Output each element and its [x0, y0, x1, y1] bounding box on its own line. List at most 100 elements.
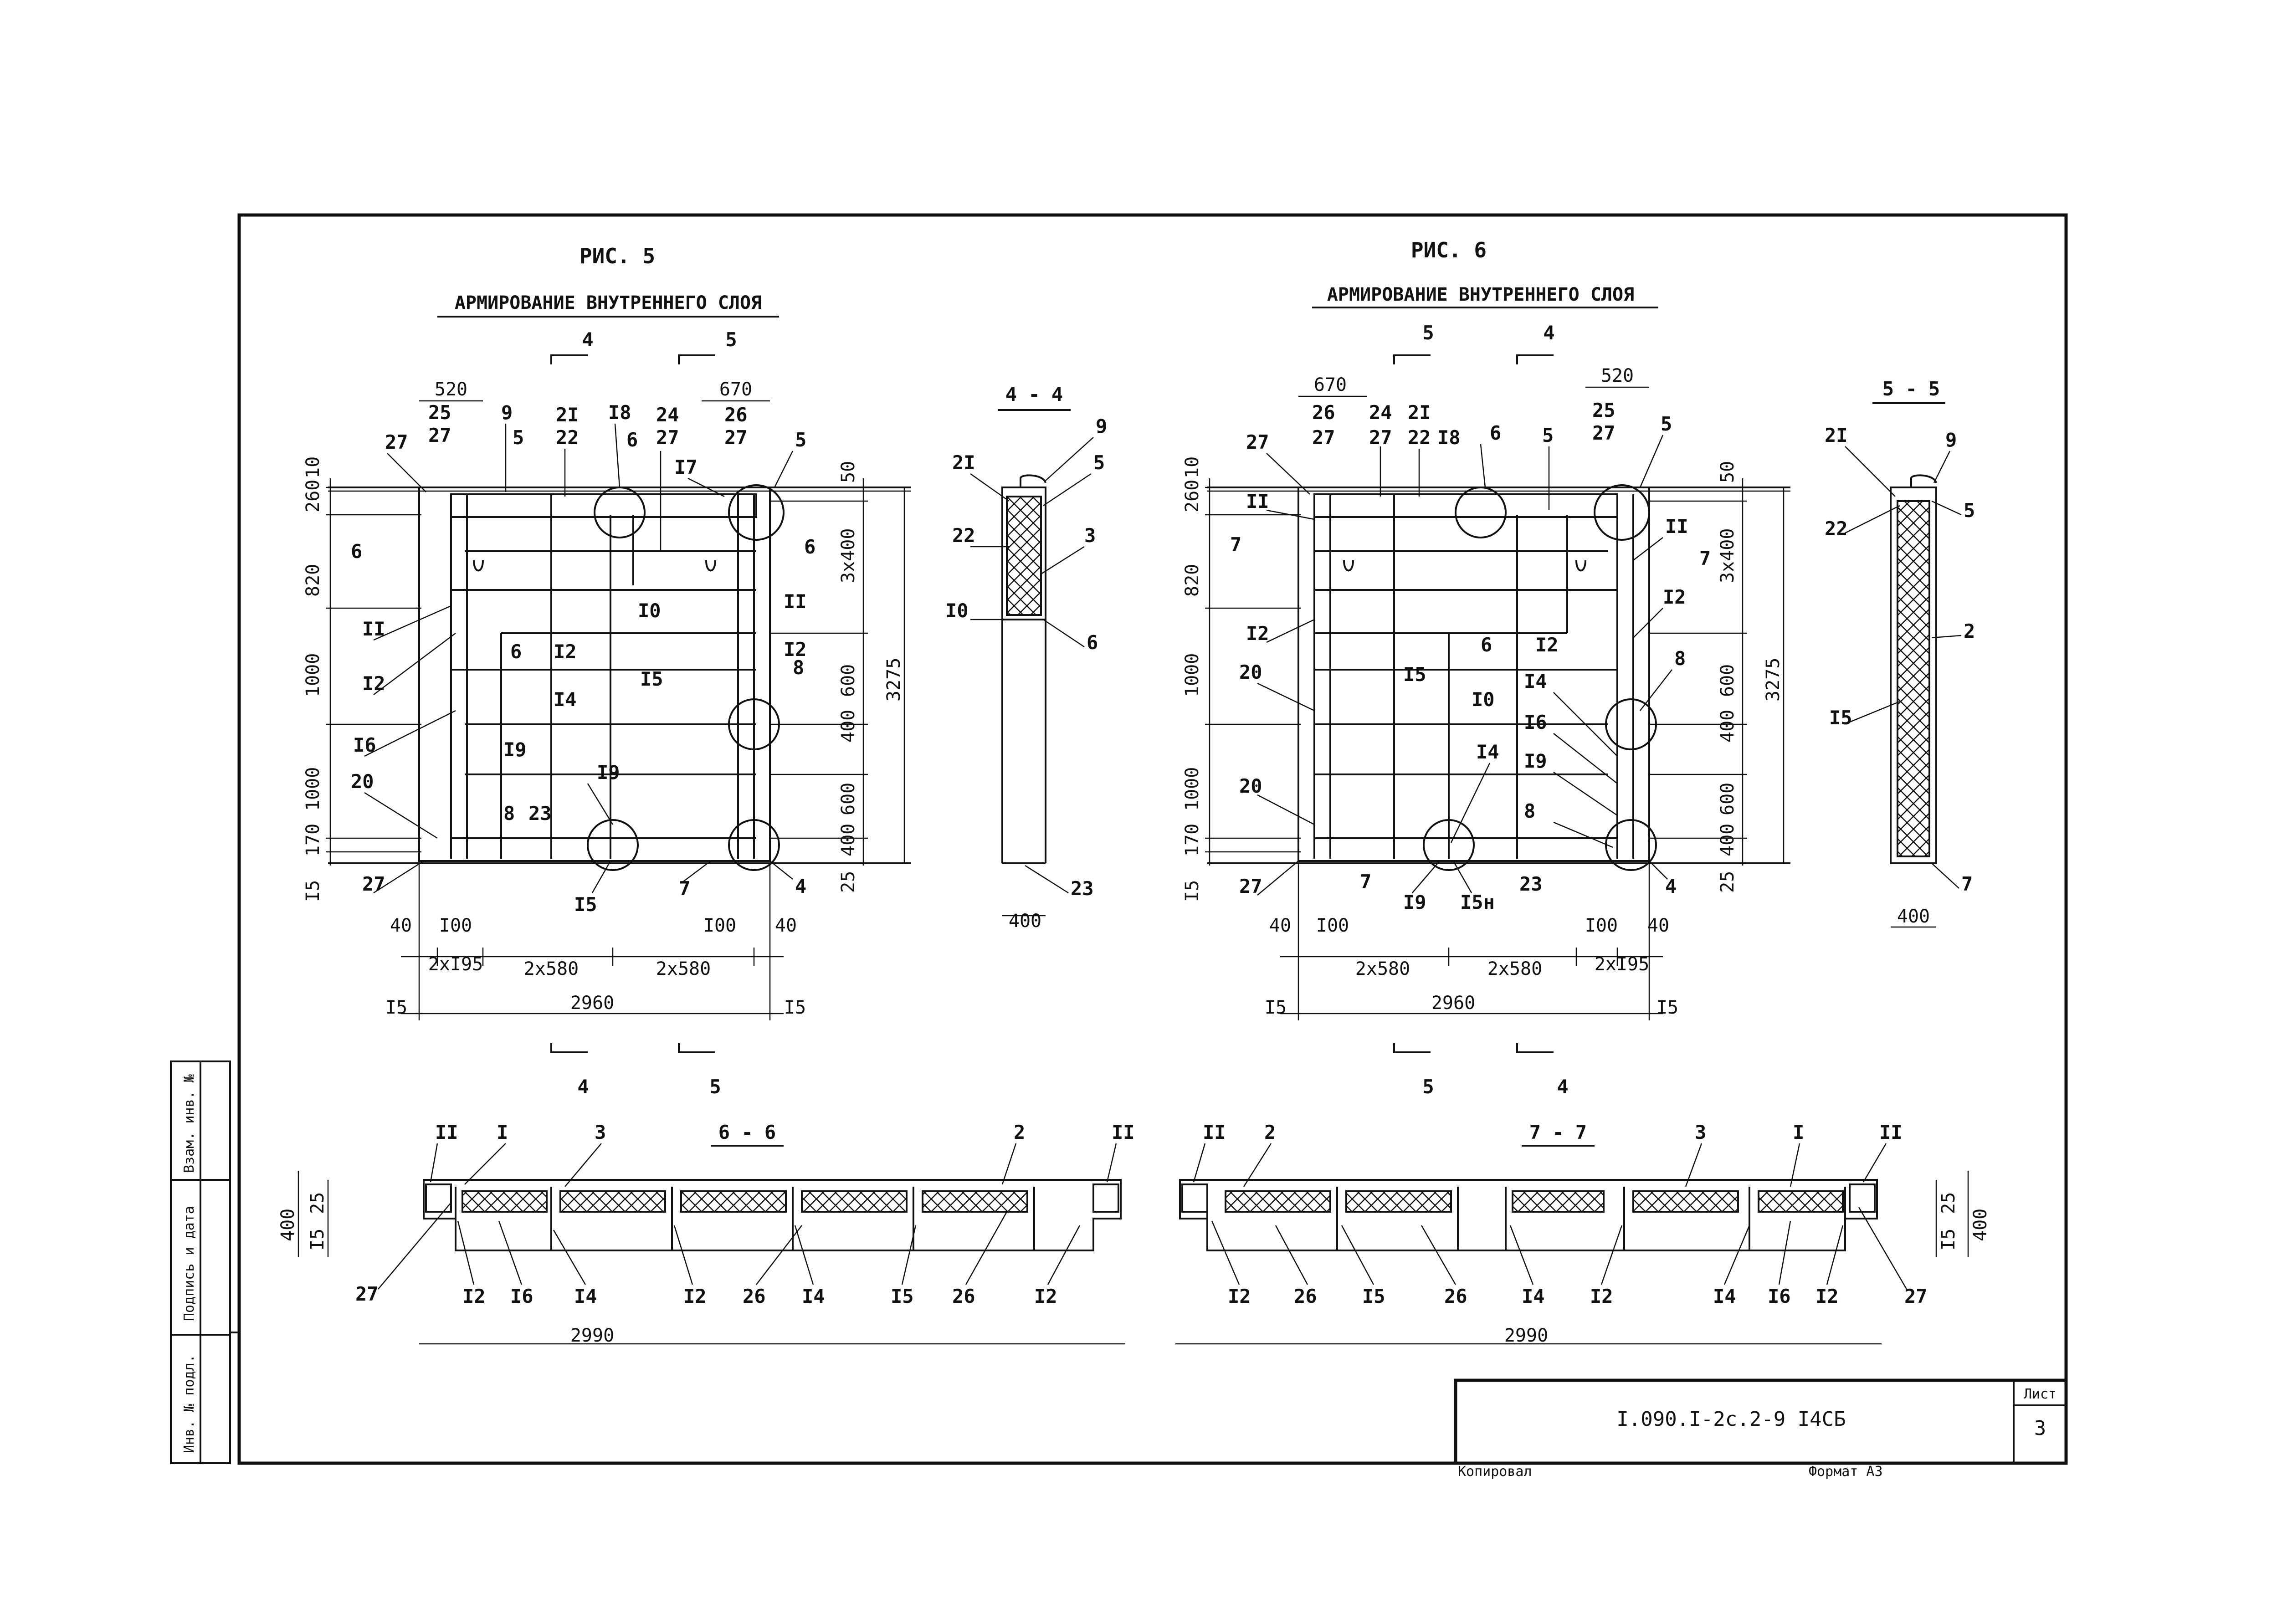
fig6-callout: 20: [1239, 775, 1262, 797]
stamp-signature: Подпись и дата: [181, 1206, 197, 1321]
fig5-sec-top-b: 5: [725, 328, 737, 351]
fig5-bdim2-2: 2x580: [656, 958, 711, 979]
fig6-bdim-2: I00: [1585, 915, 1618, 936]
fig5-total-width: 2960: [570, 993, 614, 1014]
sec44-callout: 3: [1084, 524, 1096, 547]
fig6-callout: I6: [1524, 711, 1547, 733]
fig6-edge-right: I5: [1656, 997, 1678, 1018]
fig6-callout: 5: [1661, 413, 1672, 435]
fig5-callout: I4: [554, 688, 577, 711]
fig6-bdim-1: I00: [1316, 915, 1349, 936]
fig6-callout: 7: [1230, 533, 1241, 556]
fig5-callout: 8: [793, 656, 804, 679]
sec66-bot-callout: I5: [891, 1285, 914, 1307]
fig6-total-width: 2960: [1431, 993, 1475, 1014]
footer-copy: Копировал: [1458, 1464, 1532, 1480]
fig5-callout: I9: [597, 761, 620, 784]
fig5-rdim-5: 400: [838, 824, 859, 856]
fig6-callout: II: [1246, 490, 1269, 512]
sec77-height: 400: [1970, 1209, 1991, 1241]
fig5-callout: 8: [503, 802, 515, 825]
title-block: I.090.I-2c.2-9 I4СБ Лист 3: [1454, 1378, 2068, 1465]
sec77-top-callout: 2: [1264, 1121, 1276, 1143]
fig5-sec-top-a: 4: [582, 328, 593, 351]
fig6-callout: 8: [1524, 800, 1535, 822]
stamp-inventory: Инв. № подл.: [181, 1354, 197, 1453]
fig5-edge-right: I5: [784, 997, 806, 1018]
sec44-callout: 2I: [952, 451, 975, 474]
sec77-bot-callout: 26: [1294, 1285, 1317, 1307]
fig6-callout: I9: [1403, 891, 1426, 913]
sec55-callout: 2I: [1825, 424, 1848, 446]
fig5-rdim-2: 600: [838, 664, 859, 697]
sheet-frame: [170, 213, 2068, 1465]
fig5-sec-bot-a: 4: [577, 1076, 589, 1098]
fig5-dim-top-b: 670: [719, 379, 752, 400]
sec44-callout: 23: [1071, 877, 1094, 900]
fig5-title: РИС. 5: [580, 244, 655, 268]
section-5-5: 5 - 5 400 2I 9 22 5 2 I5 7: [1825, 378, 1975, 928]
fig6-rdim-5: 400: [1717, 824, 1738, 856]
fig6-callout: I4: [1524, 670, 1547, 692]
sec77-total-width: 2990: [1504, 1325, 1548, 1346]
fig5-dim-top-a: 520: [435, 379, 467, 400]
sec44-width: 400: [1009, 911, 1041, 932]
sec55-callout: 5: [1964, 499, 1975, 522]
fig5-callout: 27: [362, 873, 385, 895]
sec77-bot-callout: I4: [1522, 1285, 1545, 1307]
fig6-callout: I8: [1437, 426, 1461, 449]
sec66-height: 400: [277, 1209, 298, 1241]
fig5-callout: 24: [656, 404, 679, 426]
footer-format: Формат А3: [1809, 1464, 1883, 1480]
sec66-ldim-1: I5: [307, 1229, 328, 1250]
fig6-callout: 7: [1699, 547, 1711, 569]
fig6-callout: 2I: [1408, 401, 1431, 424]
sec66-top-callout: I: [497, 1121, 508, 1143]
fig5-callout: 5: [795, 429, 806, 451]
fig6-edge-left: I5: [1265, 997, 1287, 1018]
sec66-total-width: 2990: [570, 1325, 614, 1346]
fig5-bdim2-0: 2xI95: [428, 954, 483, 975]
fig5-callout: I5: [640, 668, 663, 690]
fig6-callout: I5н: [1460, 891, 1495, 913]
section-6-6: 6 - 6 2990 400 25 I5 II I 3 2 II 27 I2 I…: [277, 1121, 1135, 1346]
fig5-callout: 20: [351, 770, 374, 793]
fig6-sec-top-a: 5: [1422, 322, 1434, 344]
fig5-callout: 5: [513, 426, 524, 449]
sec77-bot-callout: I5: [1362, 1285, 1385, 1307]
fig5-edge-left: I5: [385, 997, 407, 1018]
sec55-callout: 7: [1961, 873, 1973, 895]
fig6-ldim-0: 10: [1182, 456, 1203, 478]
sec77-bot-callout: I2: [1228, 1285, 1251, 1307]
fig5-callout: I2: [362, 672, 385, 695]
fig6-callout: 27: [1592, 422, 1615, 444]
sec55-width: 400: [1897, 906, 1930, 927]
fig5-rdim-0: 50: [838, 461, 859, 483]
fig6-ldim-1: 260: [1182, 480, 1203, 512]
fig6-bdim-0: 40: [1269, 915, 1291, 936]
sec77-rdim-1: I5: [1938, 1229, 1959, 1250]
figure-6: РИС. 6 АРМИРОВАНИЕ ВНУТРЕННЕГО СЛОЯ 5 4 …: [1182, 238, 1790, 1098]
sec44-callout: I0: [945, 599, 969, 622]
sec55-callout: 9: [1945, 429, 1957, 451]
sec66-bot-callout: 27: [355, 1283, 379, 1305]
sheet-number: 3: [2034, 1417, 2046, 1440]
figure-5: РИС. 5 АРМИРОВАНИЕ ВНУТРЕННЕГО СЛОЯ 4 5 …: [303, 244, 911, 1098]
fig6-rdim-0: 50: [1717, 461, 1738, 483]
sec44-callout: 5: [1093, 451, 1105, 474]
fig6-bdim-3: 40: [1647, 915, 1669, 936]
sec66-top-callout: II: [435, 1121, 458, 1143]
fig5-ldim-3: 1000: [303, 653, 323, 697]
fig6-callout: I0: [1472, 688, 1495, 711]
fig5-callout: 26: [724, 404, 748, 426]
fig6-callout: 5: [1542, 424, 1554, 446]
fig5-callout: 4: [795, 875, 806, 897]
fig6-ldim-4: 1000: [1182, 767, 1203, 811]
sec77-bot-callout: 27: [1904, 1285, 1928, 1307]
fig5-callout: II: [784, 590, 807, 613]
fig6-callout: I2: [1663, 586, 1686, 608]
sec66-top-callout: II: [1112, 1121, 1135, 1143]
fig5-rdim-4: 600: [838, 783, 859, 815]
fig6-ldim-3: 1000: [1182, 653, 1203, 697]
fig5-callout: I9: [503, 738, 527, 761]
